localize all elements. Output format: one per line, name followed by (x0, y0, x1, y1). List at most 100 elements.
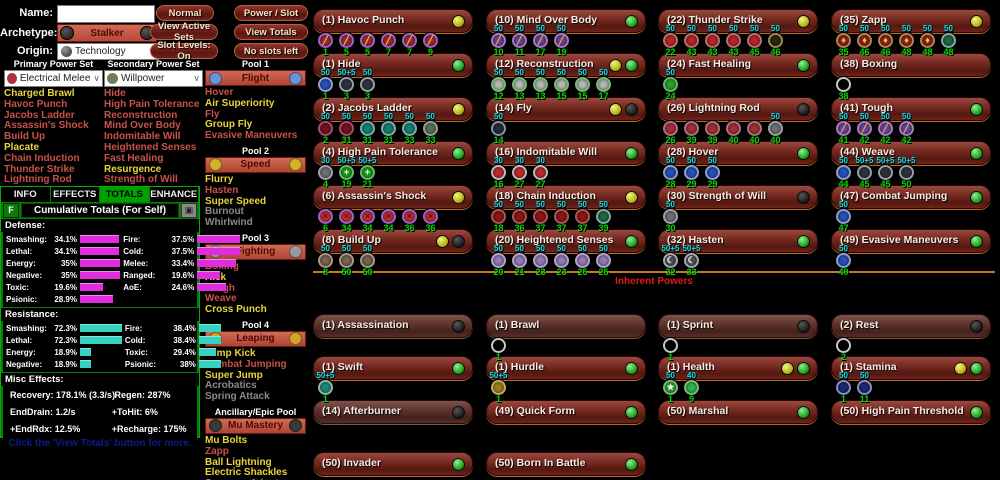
enhancement-slot[interactable]: ╱7 (378, 25, 399, 57)
power-bar[interactable]: (32) Hasten (658, 229, 818, 253)
led-indicator[interactable] (452, 15, 465, 28)
enhancement-slot[interactable]: 1 (660, 330, 681, 362)
enhancement-slot[interactable]: ╱5 (336, 25, 357, 57)
power-list-item[interactable]: Air Superiority (205, 97, 275, 109)
led-indicator[interactable] (452, 191, 465, 204)
power-list-item[interactable]: Heightened Senses (104, 141, 197, 153)
enhancement-slot[interactable]: ╱1 (315, 25, 336, 57)
enhancement-slot[interactable]: 50╱10 (488, 25, 509, 57)
led-indicator[interactable] (970, 362, 983, 375)
power-list-item[interactable]: Charged Brawl (4, 88, 75, 99)
power-bar[interactable]: (24) Fast Healing (658, 53, 818, 77)
led-indicator[interactable] (452, 458, 465, 471)
power-bar[interactable]: (1) Stamina (831, 356, 991, 380)
power-bar[interactable]: (50) Born In Battle (486, 452, 646, 476)
power-bar[interactable]: (41) Tough (831, 97, 991, 121)
enhancement-slot[interactable]: 1 (488, 330, 509, 362)
power-list-item[interactable]: Burnout (205, 206, 244, 218)
power-list-item[interactable]: Havoc Punch (4, 98, 68, 110)
power-bar[interactable]: (26) Lightning Rod (658, 97, 818, 121)
power-bar[interactable]: (4) High Pain Tolerance (313, 141, 473, 165)
led-indicator[interactable] (625, 59, 638, 72)
power-list-item[interactable]: Build Up (4, 131, 46, 143)
power-list-item[interactable]: High Pain Tolerance (104, 98, 200, 110)
power-bar[interactable]: (1) Hurdle (486, 356, 646, 380)
tab-totals[interactable]: TOTALS (100, 187, 150, 202)
pool-selector[interactable]: Speed (205, 156, 306, 173)
slot-levels-button[interactable]: Slot Levels: On (150, 40, 218, 62)
power-bar[interactable]: (2) Rest (831, 314, 991, 338)
enhancement-slot[interactable]: 40 (744, 113, 765, 145)
power-list-item[interactable]: Thunder Strike (4, 163, 75, 175)
power-bar[interactable]: (35) Zapp (831, 9, 991, 33)
enhancement-slot[interactable]: 26 (660, 113, 681, 145)
led-indicator[interactable] (797, 362, 810, 375)
led-indicator[interactable] (452, 362, 465, 375)
led-indicator[interactable] (452, 59, 465, 72)
led-indicator[interactable] (970, 15, 983, 28)
power-list-item[interactable]: Ball Lightning (205, 456, 272, 468)
enhancement-slot[interactable]: 50+5☾32 (660, 245, 681, 277)
power-bar[interactable]: (6) Assassin's Shock (313, 185, 473, 209)
led-indicator[interactable] (970, 147, 983, 160)
power-bar[interactable]: (1) Swift (313, 356, 473, 380)
power-list-item[interactable]: Assassin's Shock (4, 120, 89, 132)
power-list-item[interactable]: Placate (4, 141, 40, 153)
led-indicator[interactable] (625, 235, 638, 248)
enhancement-slot[interactable]: 50+5☾33 (681, 245, 702, 277)
power-list-item[interactable]: Spring Attack (205, 391, 270, 403)
led-indicator[interactable] (954, 362, 967, 375)
enhancement-slot[interactable]: ×36 (420, 201, 441, 233)
led-indicator[interactable] (797, 147, 810, 160)
enhancement-slot[interactable]: 50╱17 (530, 25, 551, 57)
enhancement-slot[interactable]: 40 (723, 113, 744, 145)
power-list-item[interactable]: Hide (104, 88, 126, 99)
led-indicator[interactable] (625, 191, 638, 204)
float-button[interactable]: F (3, 203, 19, 218)
power-list-item[interactable]: Summon Adept (205, 478, 306, 480)
enhancement-slot[interactable]: 39 (681, 113, 702, 145)
power-list-item[interactable]: Acrobatics (205, 380, 257, 392)
power-bar[interactable]: (18) Chain Induction (486, 185, 646, 209)
led-indicator[interactable] (609, 59, 622, 72)
power-bar[interactable]: (16) Indomitable Will (486, 141, 646, 165)
power-list-item[interactable]: Resurgence (104, 163, 162, 175)
power-list-item[interactable]: Super Jump (205, 369, 263, 381)
led-indicator[interactable] (970, 191, 983, 204)
view-totals-button[interactable]: View Totals (234, 24, 308, 40)
name-input[interactable] (57, 5, 155, 23)
led-indicator[interactable] (970, 320, 983, 333)
enhancement-slot[interactable]: ╱5 (357, 25, 378, 57)
power-bar[interactable]: (49) Evasive Maneuvers (831, 229, 991, 253)
power-list-item[interactable]: Indomitable Will (104, 131, 181, 143)
power-bar[interactable]: (44) Weave (831, 141, 991, 165)
enhancement-slot[interactable]: 50♦46 (875, 25, 896, 57)
power-bar[interactable]: (50) High Pain Threshold (831, 400, 991, 424)
power-bar[interactable]: (14) Afterburner (313, 400, 473, 424)
power-bar[interactable]: (22) Thunder Strike (658, 9, 818, 33)
